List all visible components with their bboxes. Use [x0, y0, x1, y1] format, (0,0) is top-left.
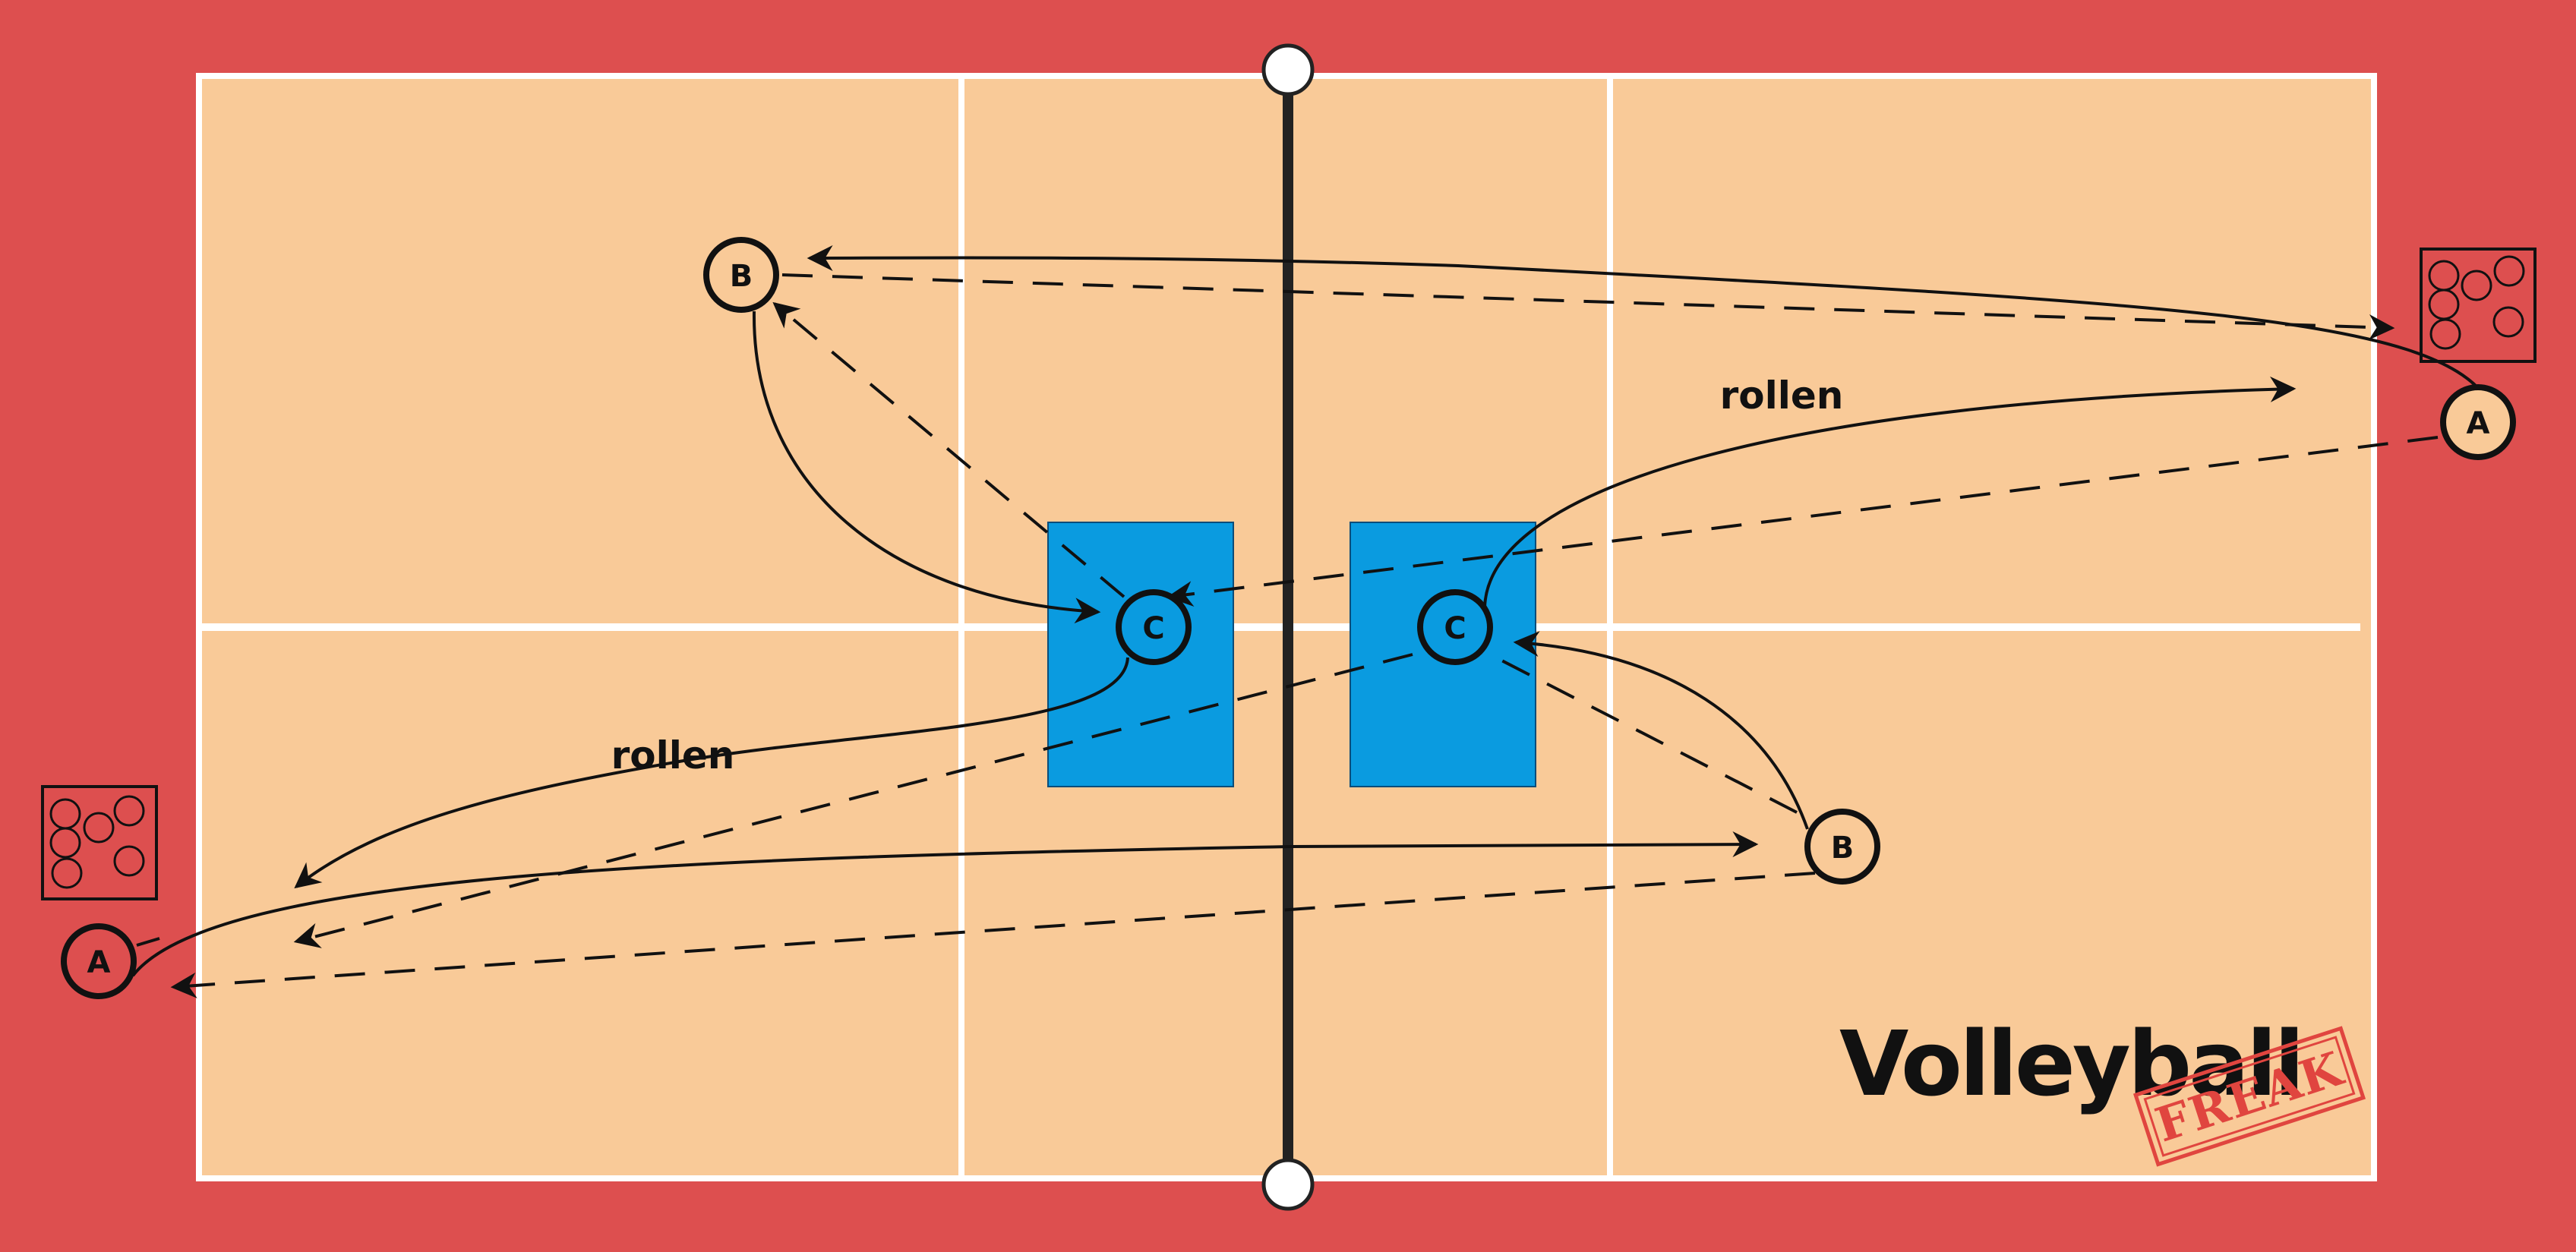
ball-cart-left — [41, 785, 158, 900]
solid-path-b-left-to-c-left — [752, 311, 1101, 624]
net-post-top — [1261, 43, 1315, 96]
solid-path-c-left-roll — [294, 657, 1129, 889]
dashed-path-c-left-to-b — [772, 301, 1125, 598]
solid-path-a-right-to-b-left — [807, 244, 2489, 400]
dashed-path-a-left-to-cart — [136, 937, 160, 947]
ball-cart-right — [2420, 248, 2537, 363]
dashed-path-b-to-c-right — [1489, 653, 1798, 814]
dashed-path-c-right-to-cart — [293, 653, 1413, 948]
player-c-right: C — [1417, 589, 1493, 665]
player-a-left-label: A — [87, 945, 111, 980]
player-b-right: B — [1804, 809, 1880, 885]
player-a-right-label: A — [2467, 406, 2490, 441]
net-post-bottom — [1261, 1158, 1315, 1211]
solid-path-a-left-to-b-right — [131, 831, 1759, 977]
dashed-path-b-to-right-cart — [781, 273, 2395, 340]
solid-path-c-right-roll — [1483, 376, 2297, 608]
dashed-path-a-right-to-c-left — [1166, 436, 2439, 607]
player-a-right: A — [2440, 384, 2516, 460]
player-b-left-label: B — [730, 259, 753, 294]
player-c-left-label: C — [1142, 611, 1164, 646]
player-b-left: B — [703, 237, 779, 313]
roll-label-left: rollen — [611, 733, 735, 777]
player-b-right-label: B — [1831, 831, 1855, 866]
roll-label-right: rollen — [1720, 374, 1844, 418]
player-a-left: A — [61, 923, 137, 999]
solid-path-b-right-to-c-right — [1513, 631, 1809, 830]
dashed-path-b-right-to-a-left — [170, 872, 1816, 998]
player-c-left: C — [1116, 589, 1192, 665]
player-c-right-label: C — [1444, 611, 1466, 646]
